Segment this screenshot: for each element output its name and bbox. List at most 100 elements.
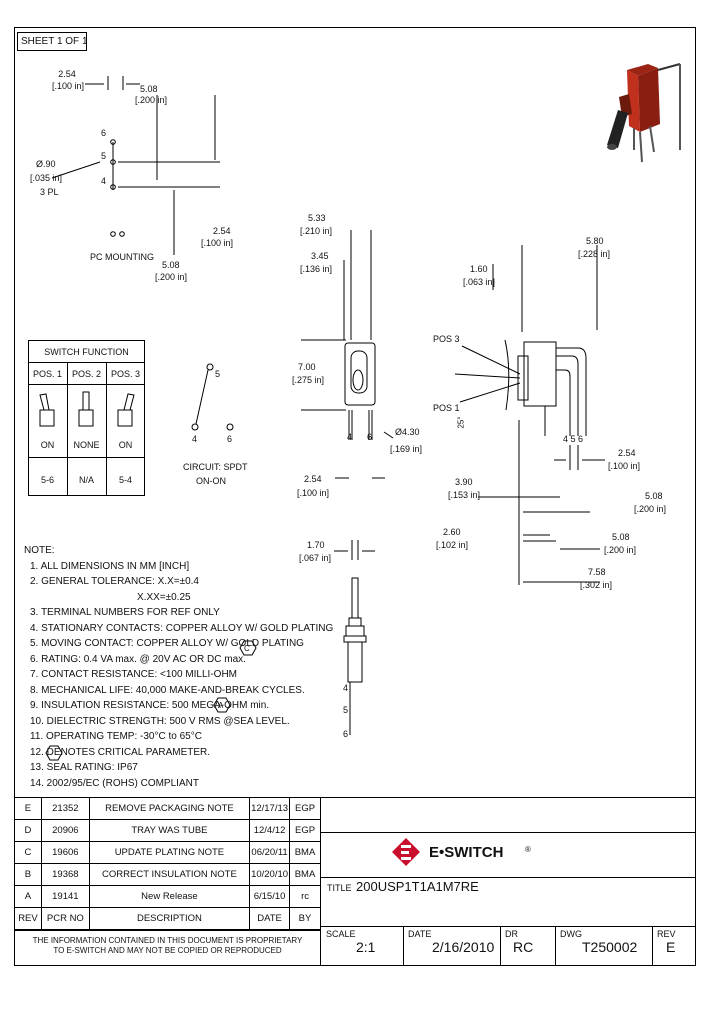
pc-dim-508: 5.08: [140, 84, 158, 94]
sv-d260-in: [.102 in]: [436, 540, 469, 550]
sv-w160-in: [.063 in]: [463, 277, 496, 287]
sf-state-3: ON: [118, 440, 133, 450]
sv-d758-in: [.302 in]: [580, 580, 613, 590]
desc-cell: CORRECT INSULATION NOTE: [88, 863, 251, 886]
pc-mounting-label: PC MOUNTING: [90, 252, 154, 262]
rev-cell: B: [14, 863, 42, 886]
pcr-cell: 19368: [40, 863, 90, 886]
fv-w345: 3.45: [311, 251, 329, 261]
rev-value: E: [666, 939, 676, 955]
proprietary-line-2: TO E-SWITCH AND MAY NOT BE COPIED OR REP…: [53, 946, 282, 955]
by-cell: BMA: [289, 863, 321, 886]
header-date: DATE: [249, 907, 291, 930]
pc-pin-6: 6: [101, 128, 107, 138]
rev-label: REV: [657, 929, 676, 939]
note-5: 5. MOVING CONTACT: COPPER ALLOY W/ GOLD …: [30, 638, 304, 649]
revision-table: E 21352 REMOVE PACKAGING NOTE 12/17/13 E…: [14, 797, 321, 930]
note-12: 12. DENOTES CRITICAL PARAMETER.: [30, 746, 211, 758]
date-cell: 10/20/10: [249, 863, 291, 886]
header-desc: DESCRIPTION: [88, 907, 251, 930]
table-row: D 20906 TRAY WAS TUBE 12/4/12 EGP: [14, 819, 321, 842]
eswitch-logo-reg: ®: [525, 845, 531, 854]
sv-d758: 7.58: [588, 567, 606, 577]
table-row: A 19141 New Release 6/15/10 rc: [14, 885, 321, 908]
dwg-value: T250002: [582, 939, 638, 955]
pc-dia: Ø.90: [36, 159, 56, 169]
pc-dia-pl: 3 PL: [40, 187, 59, 197]
by-cell: EGP: [289, 819, 321, 842]
pc-dim-508-b: 5.08: [162, 260, 180, 270]
fv-w533-in: [.210 in]: [300, 226, 333, 236]
note-3: 3. TERMINAL NUMBERS FOR REF ONLY: [30, 607, 220, 618]
date-cell: 06/20/11: [249, 841, 291, 864]
dr-value: RC: [513, 939, 534, 955]
date-cell: 6/15/10: [249, 885, 291, 908]
sf-header-3: POS. 3: [110, 369, 140, 379]
header-by: BY: [289, 907, 321, 930]
note-2: 2. GENERAL TOLERANCE: X.X=±0.4: [30, 576, 199, 587]
desc-cell: New Release: [88, 885, 251, 908]
sf-state-2: NONE: [73, 440, 100, 450]
dwg-label: DWG: [560, 929, 582, 939]
sv-w580-in: [.228 in]: [578, 249, 611, 259]
fv-pin-4: 4: [347, 432, 353, 442]
note-6: 6. RATING: 0.4 VA max. @ 20V AC OR DC ma…: [30, 653, 246, 665]
pc-dim-254-r: 2.54: [213, 226, 231, 236]
sf-header-2: POS. 2: [71, 369, 101, 379]
note-4: 4. STATIONARY CONTACTS: COPPER ALLOY W/ …: [30, 622, 334, 634]
dr-label: DR: [505, 929, 518, 939]
fv-h700: 7.00: [298, 362, 316, 372]
fv-p254: 2.54: [304, 474, 322, 484]
note-14: 14. 2002/95/EC (ROHS) COMPLIANT: [30, 777, 199, 789]
note-mark-c: C: [244, 644, 250, 653]
pcr-cell: 20906: [40, 819, 90, 842]
sv-pos3: POS 3: [433, 334, 460, 344]
date-label: DATE: [408, 929, 432, 939]
circuit-label: CIRCUIT: SPDT: [183, 462, 248, 472]
desc-cell: UPDATE PLATING NOTE: [88, 841, 251, 864]
desc-cell: REMOVE PACKAGING NOTE: [88, 797, 251, 820]
fv-d430: Ø4.30: [395, 427, 420, 437]
bv-d170: 1.70: [307, 540, 325, 550]
fv-h700-in: [.275 in]: [292, 375, 325, 385]
date-cell: 12/4/12: [249, 819, 291, 842]
sv-d508b-in: [.200 in]: [604, 545, 637, 555]
pc-dim-254-in: [.100 in]: [52, 81, 85, 91]
fv-w533: 5.33: [308, 213, 326, 223]
note-11: 11. OPERATING TEMP: -30°C to 65°C: [30, 731, 202, 742]
table-header-row: REV PCR NO DESCRIPTION DATE BY: [14, 907, 321, 930]
rev-cell: C: [14, 841, 42, 864]
table-row: C 19606 UPDATE PLATING NOTE 06/20/11 BMA: [14, 841, 321, 864]
date-value: 2/16/2010: [432, 939, 495, 955]
notes: NOTE: 1. ALL DIMENSIONS IN MM [INCH] 2. …: [24, 543, 333, 791]
eswitch-logo-text: E•SWITCH: [429, 844, 504, 861]
switch-function-title: SWITCH FUNCTION: [44, 347, 129, 357]
sv-pins: 4 5 6: [563, 434, 584, 444]
note-1: 1. ALL DIMENSIONS IN MM [INCH]: [30, 560, 190, 572]
switch-3d-render: [607, 63, 681, 163]
eswitch-logo-mark: [392, 838, 420, 866]
note-13: 13. SEAL RATING: IP67: [30, 762, 138, 773]
fv-p254-in: [.100 in]: [297, 488, 330, 498]
part-number-title: 200USP1T1A1M7RE: [356, 879, 479, 894]
proprietary-line-1: THE INFORMATION CONTAINED IN THIS DOCUME…: [32, 936, 303, 945]
pc-dia-in: [.035 in]: [30, 173, 63, 183]
sv-w580: 5.80: [586, 236, 604, 246]
header-pcr: PCR NO: [40, 907, 90, 930]
sv-d254: 2.54: [618, 448, 636, 458]
circuit-pin-5: 5: [215, 369, 221, 379]
scale-value: 2:1: [356, 939, 376, 955]
pc-pin-5: 5: [101, 151, 107, 161]
circuit-pin-4: 4: [192, 434, 198, 444]
pcr-cell: 21352: [40, 797, 90, 820]
pc-dim-508-b-in: [.200 in]: [155, 272, 188, 282]
notes-title: NOTE:: [24, 545, 55, 556]
note-9: 9. INSULATION RESISTANCE: 500 MEGA-OHM m…: [30, 700, 270, 711]
note-8: 8. MECHANICAL LIFE: 40,000 MAKE-AND-BREA…: [30, 684, 305, 696]
pcr-cell: 19141: [40, 885, 90, 908]
fv-pin-6: 6: [367, 432, 373, 442]
note-10: 10. DIELECTRIC STRENGTH: 500 V RMS @SEA …: [30, 715, 290, 727]
sf-state-1: ON: [40, 440, 55, 450]
sv-d254-in: [.100 in]: [608, 461, 641, 471]
